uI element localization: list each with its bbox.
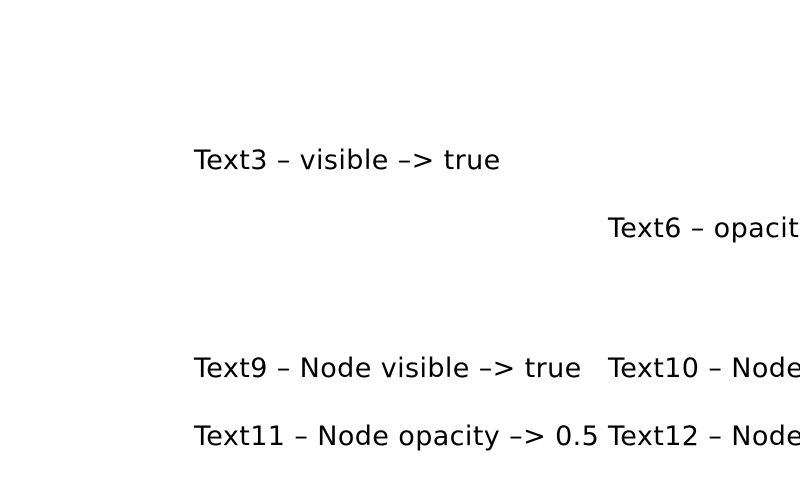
label-text12: Text12 – Node opacity –> 0.5 [608, 420, 800, 454]
label-text9: Text9 – Node visible –> true [194, 352, 582, 386]
label-text11: Text11 – Node opacity –> 0.5 [194, 420, 600, 454]
label-text10: Text10 – Node visible –> true [608, 352, 800, 386]
label-text3: Text3 – visible –> true [194, 144, 501, 178]
label-text6: Text6 – opacity –> 1.0 [608, 212, 800, 246]
